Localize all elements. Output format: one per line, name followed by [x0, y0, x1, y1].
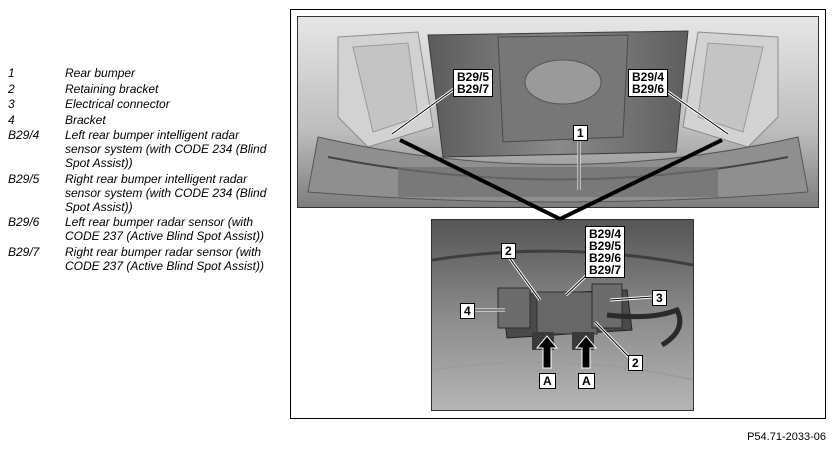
leader-line [594, 321, 631, 359]
legend-row: 2 Retaining bracket [8, 82, 278, 96]
legend-row: 4 Bracket [8, 113, 278, 127]
zoom-line-right [559, 138, 723, 221]
legend-row: B29/5 Right rear bumper intelligent radar… [8, 172, 278, 214]
callout-text: B29/7 [589, 263, 622, 277]
legend-text: Electrical connector [65, 97, 170, 111]
callout-text: B29/5 [589, 239, 622, 253]
callout-text: B29/6 [632, 82, 665, 96]
legend-key: B29/4 [8, 128, 40, 142]
callout-2-upper: 2 [501, 243, 516, 259]
legend-key: 3 [8, 97, 15, 111]
callout-b29-stack: B29/4 B29/5 B29/6 B29/7 [585, 226, 626, 278]
callout-text: B29/4 [589, 227, 622, 241]
callout-2-lower: 2 [628, 355, 643, 371]
rear-underside-illustration [298, 17, 818, 207]
legend-row: B29/6 Left rear bumper radar sensor (with… [8, 215, 278, 243]
leader-line [507, 255, 541, 301]
reference-code: P54.71-2033-06 [747, 431, 826, 443]
legend: 1 Rear bumper 2 Retaining bracket 3 Electri… [8, 66, 278, 274]
leader-line [667, 91, 729, 135]
arrow-label-a: A [578, 373, 595, 389]
callout-text: B29/4 [632, 70, 665, 84]
callout-1: 1 [573, 125, 588, 141]
callout-b29-5-b29-7: B29/5 B29/7 [453, 69, 494, 97]
callout-text: B29/5 [457, 70, 490, 84]
arrow-up-icon [535, 335, 559, 369]
legend-text: Bracket [65, 112, 106, 127]
callout-text: B29/7 [457, 82, 490, 96]
legend-text: Rear bumper [65, 66, 136, 80]
legend-key: B29/7 [8, 244, 40, 259]
legend-text: Left rear bumper intelligent radar senso… [65, 128, 267, 170]
legend-key: 1 [8, 66, 15, 80]
callout-3: 3 [652, 290, 667, 306]
leader-line [609, 296, 654, 301]
arrow-up-icon [574, 335, 598, 369]
sensor-detail-illustration [432, 220, 693, 410]
leader-line [391, 88, 455, 135]
legend-row: B29/7 Right rear bumper radar sensor (wit… [8, 245, 278, 273]
leader-line [565, 275, 587, 296]
legend-key: B29/5 [8, 171, 40, 186]
zoom-line-left [399, 138, 561, 221]
legend-key: 4 [8, 112, 15, 127]
legend-key: B29/6 [8, 215, 40, 229]
legend-row: 1 Rear bumper [8, 66, 278, 80]
callout-4: 4 [460, 303, 475, 319]
callout-text: B29/6 [589, 251, 622, 265]
legend-text: Right rear bumper intelligent radar sens… [65, 171, 267, 214]
sensor-detail-photo [431, 219, 694, 411]
legend-text: Left rear bumper radar sensor (with CODE… [65, 215, 264, 243]
arrow-label-a: A [539, 373, 556, 389]
legend-row: 3 Electrical connector [8, 97, 278, 111]
rear-underside-photo [297, 16, 819, 208]
legend-text: Right rear bumper radar sensor (with COD… [65, 244, 264, 273]
legend-key: 2 [8, 81, 15, 96]
legend-text: Retaining bracket [65, 81, 159, 96]
legend-row: B29/4 Left rear bumper intelligent radar … [8, 128, 278, 170]
callout-b29-4-b29-6: B29/4 B29/6 [628, 69, 669, 97]
